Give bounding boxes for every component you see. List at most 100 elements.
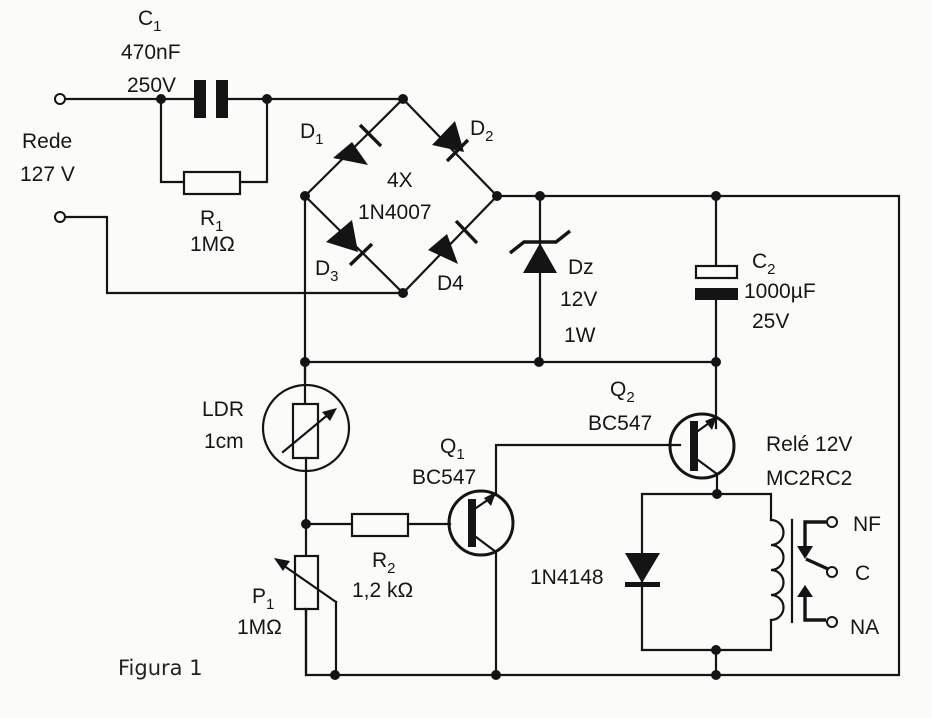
ldr-body [291,402,320,460]
c1-plate-right [216,80,228,118]
relay-na-arrow [797,585,813,597]
q1-body [447,489,515,557]
d1-bar [358,123,383,148]
relay: NF C NA Relé 12V MC2RC2 [766,433,881,639]
mains-input: Rede 127 V [20,93,405,295]
relay-na-label: NA [850,616,879,639]
q1-part-label: BC547 [412,466,476,489]
ldr-size-label: 1cm [204,430,244,453]
junction [398,288,408,298]
d2-bar [445,138,470,163]
ldr-arrow-head [322,408,337,421]
r1-ref-label: R1 [200,207,224,235]
terminal-mains-1 [54,93,66,105]
dz-ref-label: Dz [568,256,594,279]
p1-value-label: 1MΩ [237,616,282,639]
q2-ref-label: Q2 [610,378,635,406]
junction [330,670,340,680]
wire [494,443,682,495]
c1-value-label: 470nF [121,41,181,64]
diode-d3: D3 [315,220,374,285]
relay-common-arm [805,557,829,571]
relay-nf-contact [803,520,826,553]
q1-collector [474,535,498,554]
wire [640,618,773,652]
d2-triangle [432,121,464,152]
transistor-q2: Q2 BC547 [588,378,736,499]
junction [711,645,721,655]
bridge-outline [303,97,499,295]
c1-ref-label: C1 [138,7,162,35]
q2-base-bar [690,421,698,471]
q1-base-bar [468,499,476,547]
c2-rating-label: 25V [752,310,789,333]
capacitor-c1: C1 470nF 250V [121,7,405,118]
mains-name-label: Rede [22,130,72,153]
q1-ref-label: Q1 [440,435,465,463]
d-flyback-label: 1N4148 [530,566,604,589]
dz-voltage-label: 12V [560,288,597,311]
relay-terminal-c [826,566,838,578]
wire [63,215,405,295]
p1-ref-label: P1 [252,585,274,613]
p1-arrow-line [278,561,338,604]
q1-emitter-arrow [484,492,496,506]
relay-terminal-na [826,616,838,628]
terminal-mains-2 [54,211,66,223]
junction [398,94,408,104]
junction [156,94,166,104]
c2-plate-positive [694,264,739,280]
diode-d1: D1 [300,120,383,165]
wire [159,97,186,184]
dz-bar [508,229,572,255]
relay-nf-arrow [797,546,813,559]
diode-d4: D4 4 [428,219,479,295]
junction [491,670,501,680]
relay-c-label: C [855,562,870,585]
q2-part-label: BC547 [588,412,652,435]
resistor-r2: R2 1,2 kΩ [304,512,452,602]
relay-na-contact [803,596,826,622]
c2-value-label: 1000µF [744,280,816,303]
ldr: LDR 1cm [202,360,351,616]
figure-caption: Figura 1 [118,656,203,680]
transistor-q1: Q1 BC547 [412,435,682,680]
ldr-ref-label: LDR [202,398,244,421]
bridge-qty-label: 4X [387,169,413,192]
p1-arrow-head [274,558,290,571]
capacitor-c2: C2 1000µF 25V [694,194,816,430]
d-flyback-bar [625,582,660,587]
potentiometer-p1: P1 1MΩ [237,554,340,680]
junction [711,670,721,680]
c1-rating-label: 250V [127,74,176,97]
resistor-r1: R1 1MΩ [159,97,269,256]
relay-name-label: Relé 12V [766,433,852,456]
wire [640,492,773,652]
d4-triangle [428,234,458,264]
r2-ref-label: R2 [372,549,396,577]
diode-d2: D2 [432,117,494,163]
r2-body [350,512,410,538]
zener-dz: Dz 12V 1W [508,194,597,364]
c2-plate-negative [695,288,738,300]
diode-1n4148: 1N4148 [530,553,660,589]
d3-triangle [326,220,358,252]
q2-collector [696,458,719,476]
d4-ref-label: D4 [437,272,464,295]
mains-voltage-label: 127 V [20,163,75,186]
relay-part-label: MC2RC2 [766,467,852,490]
relay-terminal-nf [826,516,838,528]
q2-body [668,412,736,480]
d-flyback-triangle [625,553,660,583]
d1-triangle [333,142,368,165]
d4-bar [454,219,479,245]
bridge-part-label: 1N4007 [358,201,432,224]
relay-coil [769,518,785,622]
r1-value-label: 1MΩ [190,233,235,256]
d2-ref-label: D2 [470,117,494,145]
d1-ref-label: D1 [300,120,324,148]
ldr-arrow-line [281,411,332,454]
wire [238,97,269,184]
q2-emitter-arrow [705,416,717,430]
bridge-rectifier: D1 D2 D3 D4 4 4X 1N4007 [300,94,502,298]
